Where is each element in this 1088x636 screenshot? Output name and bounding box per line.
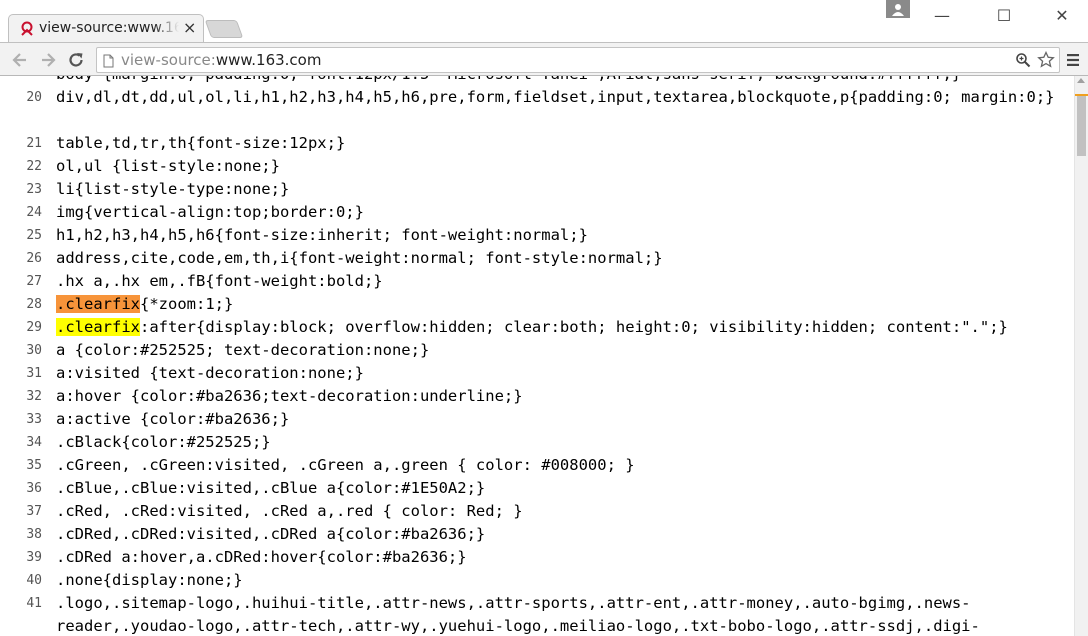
line-number: 38 (26, 527, 42, 542)
source-text: .none{display:none;} (56, 571, 243, 589)
source-text: {*zoom:1;} (140, 295, 234, 313)
source-text: a {color:#252525; text-decoration:none;} (56, 341, 430, 359)
source-line: 36 .cBlue,.cBlue:visited,.cBlue a{color:#… (0, 477, 1074, 500)
source-lines: body {margin:0; padding:0; font:12px/1.5… (0, 76, 1074, 636)
source-line: 23 li{list-style-type:none;} (0, 178, 1074, 201)
star-icon[interactable] (1037, 50, 1055, 69)
source-line: 26 address,cite,code,em,th,i{font-weight:… (0, 247, 1074, 270)
maximize-button[interactable]: ☐ (996, 6, 1012, 25)
browser-tab[interactable]: view-source:www.163.com × (8, 14, 204, 42)
source-text: ol,ul {list-style:none;} (56, 157, 280, 175)
address-bar[interactable]: view-source:www.163.com (96, 47, 1060, 73)
source-line: 34 .cBlack{color:#252525;} (0, 431, 1074, 454)
line-number: 27 (26, 274, 42, 289)
line-number: 22 (26, 159, 42, 174)
url-prefix: view-source: (121, 51, 216, 69)
line-number: 40 (26, 573, 42, 588)
scroll-up-icon[interactable] (1077, 78, 1085, 83)
source-text: a:hover {color:#ba2636;text-decoration:u… (56, 387, 523, 405)
profile-icon (892, 4, 904, 16)
line-number: 28 (26, 297, 42, 312)
netease-favicon-icon (19, 21, 35, 37)
line-number: 23 (26, 182, 42, 197)
line-number: 34 (26, 435, 42, 450)
source-line: 24 img{vertical-align:top;border:0;} (0, 201, 1074, 224)
source-text: .cBlack{color:#252525;} (56, 433, 271, 451)
source-line: 28 .clearfix{*zoom:1;} (0, 293, 1074, 316)
page-icon (103, 53, 114, 68)
source-text: .logo,.sitemap-logo,.huihui-title,.attr-… (56, 594, 980, 635)
find-current-match: .clearfix (56, 295, 140, 313)
source-line: 27 .hx a,.hx em,.fB{font-weight:bold;} (0, 270, 1074, 293)
page-source-view: body {margin:0; padding:0; font:12px/1.5… (0, 76, 1074, 636)
scrollbar-thumb[interactable] (1077, 96, 1086, 156)
line-number: 21 (26, 136, 42, 151)
source-line: 40 .none{display:none;} (0, 569, 1074, 592)
source-line: 20 div,dl,dt,dd,ul,ol,li,h1,h2,h3,h4,h5,h… (0, 86, 1074, 132)
source-line: 38 .cDRed,.cDRed:visited,.cDRed a{color:#… (0, 523, 1074, 546)
line-number: 33 (26, 412, 42, 427)
line-number: 26 (26, 251, 42, 266)
browser-toolbar: view-source:www.163.com (0, 42, 1088, 76)
source-text: table,td,tr,th{font-size:12px;} (56, 134, 346, 152)
line-number: 37 (26, 504, 42, 519)
vertical-scrollbar[interactable] (1074, 76, 1088, 636)
source-text: div,dl,dt,dd,ul,ol,li,h1,h2,h3,h4,h5,h6,… (56, 88, 1055, 106)
source-line: 41 .logo,.sitemap-logo,.huihui-title,.att… (0, 592, 1074, 636)
url-host: www.163.com (215, 51, 322, 69)
line-number: 41 (26, 596, 42, 611)
line-number: 39 (26, 550, 42, 565)
source-line: 29 .clearfix:after{display:block; overflo… (0, 316, 1074, 339)
line-number: 30 (26, 343, 42, 358)
line-number: 35 (26, 458, 42, 473)
profile-button[interactable] (886, 0, 910, 18)
tab-title: view-source:www.163.com (39, 20, 179, 36)
new-tab-button[interactable] (204, 20, 244, 38)
source-line: 32 a:hover {color:#ba2636;text-decoration… (0, 385, 1074, 408)
line-number: 36 (26, 481, 42, 496)
menu-icon[interactable] (1066, 52, 1080, 66)
source-line: 35 .cGreen, .cGreen:visited, .cGreen a,.g… (0, 454, 1074, 477)
source-text: .cGreen, .cGreen:visited, .cGreen a,.gre… (56, 456, 635, 474)
line-number: 31 (26, 366, 42, 381)
source-text: a:active {color:#ba2636;} (56, 410, 290, 428)
source-text: body {margin:0; padding:0; font:12px/1.5… (56, 76, 961, 83)
source-text: :after{display:block; overflow:hidden; c… (140, 318, 1008, 336)
source-line: 37 .cRed, .cRed:visited, .cRed a,.red { c… (0, 500, 1074, 523)
source-text: .cDRed,.cDRed:visited,.cDRed a{color:#ba… (56, 525, 486, 543)
source-text: .cBlue,.cBlue:visited,.cBlue a{color:#1E… (56, 479, 486, 497)
tab-close-icon[interactable]: × (183, 18, 197, 37)
source-text: .cDRed a:hover,a.cDRed:hover{color:#ba26… (56, 548, 467, 566)
source-line: 31 a:visited {text-decoration:none;} (0, 362, 1074, 385)
forward-arrow-icon[interactable] (38, 50, 58, 70)
source-line: 21 table,td,tr,th{font-size:12px;} (0, 132, 1074, 155)
source-line: 39 .cDRed a:hover,a.cDRed:hover{color:#ba… (0, 546, 1074, 569)
source-line: 22 ol,ul {list-style:none;} (0, 155, 1074, 178)
source-text: .cRed, .cRed:visited, .cRed a,.red { col… (56, 502, 523, 520)
zoom-icon[interactable] (1015, 52, 1031, 68)
reload-icon[interactable] (66, 50, 86, 70)
source-text: li{list-style-type:none;} (56, 180, 290, 198)
source-line: 25 h1,h2,h3,h4,h5,h6{font-size:inherit; f… (0, 224, 1074, 247)
line-number: 25 (26, 228, 42, 243)
source-text: .hx a,.hx em,.fB{font-weight:bold;} (56, 272, 383, 290)
find-result-marker (1075, 94, 1088, 96)
line-number: 29 (26, 320, 42, 335)
back-arrow-icon[interactable] (10, 50, 30, 70)
source-line: 33 a:active {color:#ba2636;} (0, 408, 1074, 431)
line-number: 24 (26, 205, 42, 220)
source-text: h1,h2,h3,h4,h5,h6{font-size:inherit; fon… (56, 226, 588, 244)
find-match: .clearfix (56, 318, 140, 336)
source-text: address,cite,code,em,th,i{font-weight:no… (56, 249, 663, 267)
url-text[interactable]: view-source:www.163.com (121, 51, 321, 69)
close-window-button[interactable]: ✕ (1055, 6, 1069, 25)
source-line: body {margin:0; padding:0; font:12px/1.5… (0, 76, 1074, 86)
line-number: 20 (26, 90, 42, 105)
minimize-button[interactable]: — (934, 6, 950, 25)
source-text: img{vertical-align:top;border:0;} (56, 203, 364, 221)
tab-strip: view-source:www.163.com × — ☐ ✕ (0, 0, 1088, 42)
source-line: 30 a {color:#252525; text-decoration:none… (0, 339, 1074, 362)
source-text: a:visited {text-decoration:none;} (56, 364, 364, 382)
line-number: 32 (26, 389, 42, 404)
